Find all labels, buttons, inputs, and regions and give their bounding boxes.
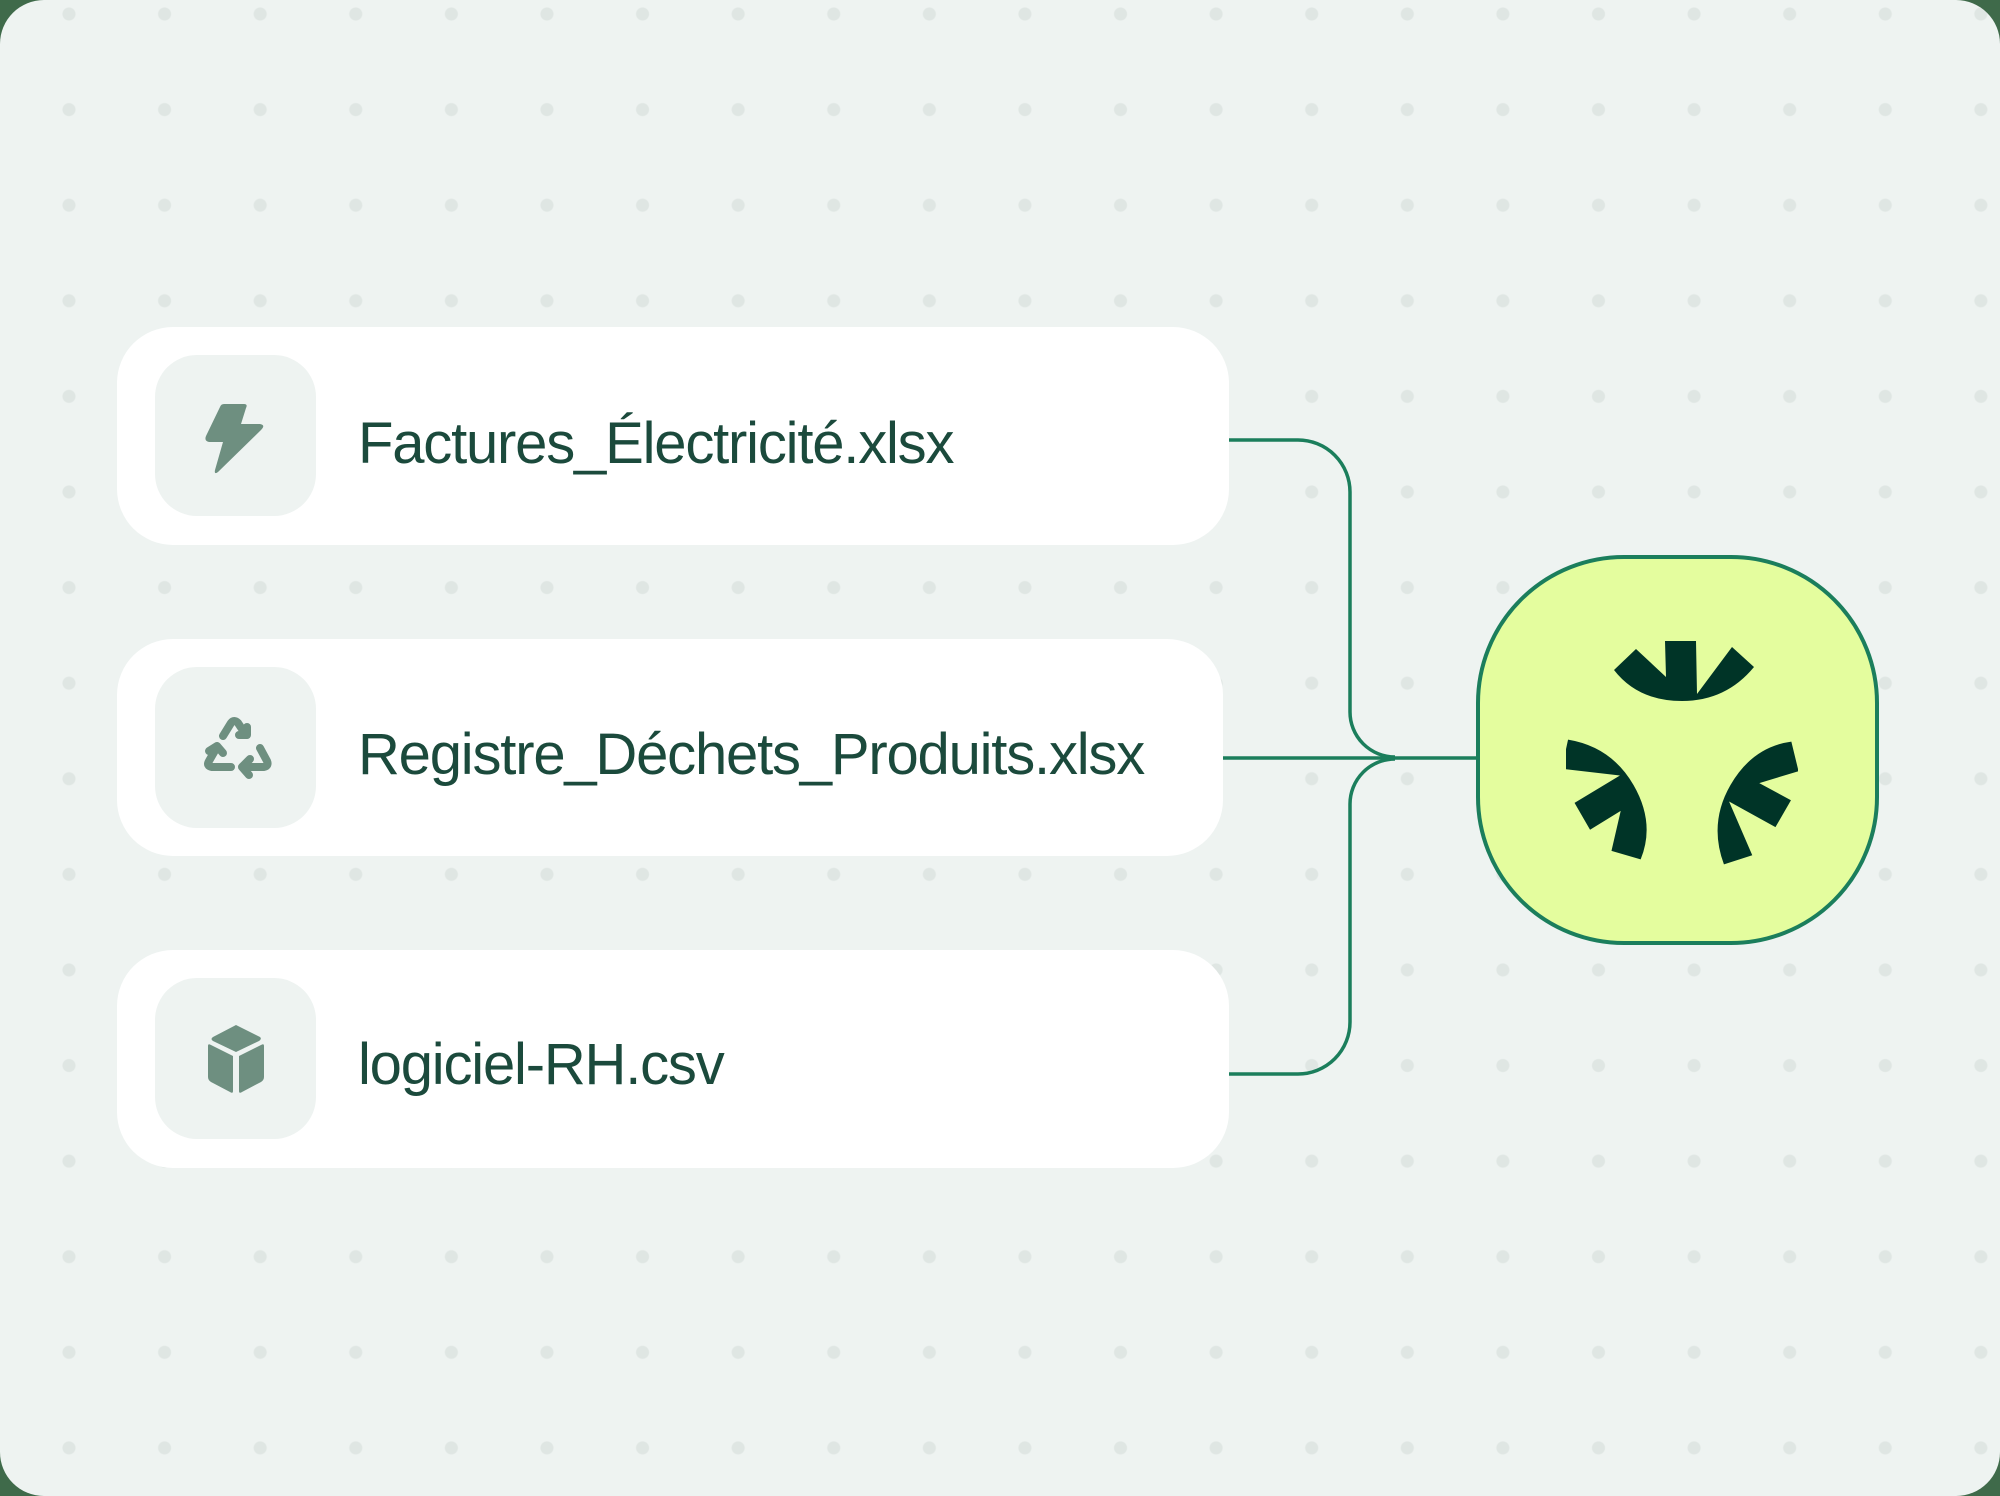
file-name: logiciel-RH.csv — [358, 1032, 725, 1097]
source-card-waste[interactable]: Registre_Déchets_Produits.xlsx — [117, 639, 1223, 856]
brand-logo-icon — [1566, 641, 1798, 865]
logo-petal — [1614, 641, 1754, 701]
lightning-bolt-icon — [204, 403, 263, 473]
recycle-icon — [203, 716, 272, 779]
cube-icon — [207, 1024, 264, 1093]
icon-tile — [155, 978, 316, 1139]
source-card-electricity[interactable]: Factures_Électricité.xlsx — [117, 327, 1229, 545]
file-name: Factures_Électricité.xlsx — [358, 411, 954, 476]
icon-tile — [155, 355, 316, 516]
connector-top — [1229, 438, 1396, 759]
target-hub[interactable] — [1476, 555, 1879, 945]
connector-bottom — [1229, 757, 1396, 1076]
source-card-hr[interactable]: logiciel-RH.csv — [117, 950, 1229, 1168]
icon-tile — [155, 667, 316, 828]
file-name: Registre_Déchets_Produits.xlsx — [358, 722, 1145, 787]
